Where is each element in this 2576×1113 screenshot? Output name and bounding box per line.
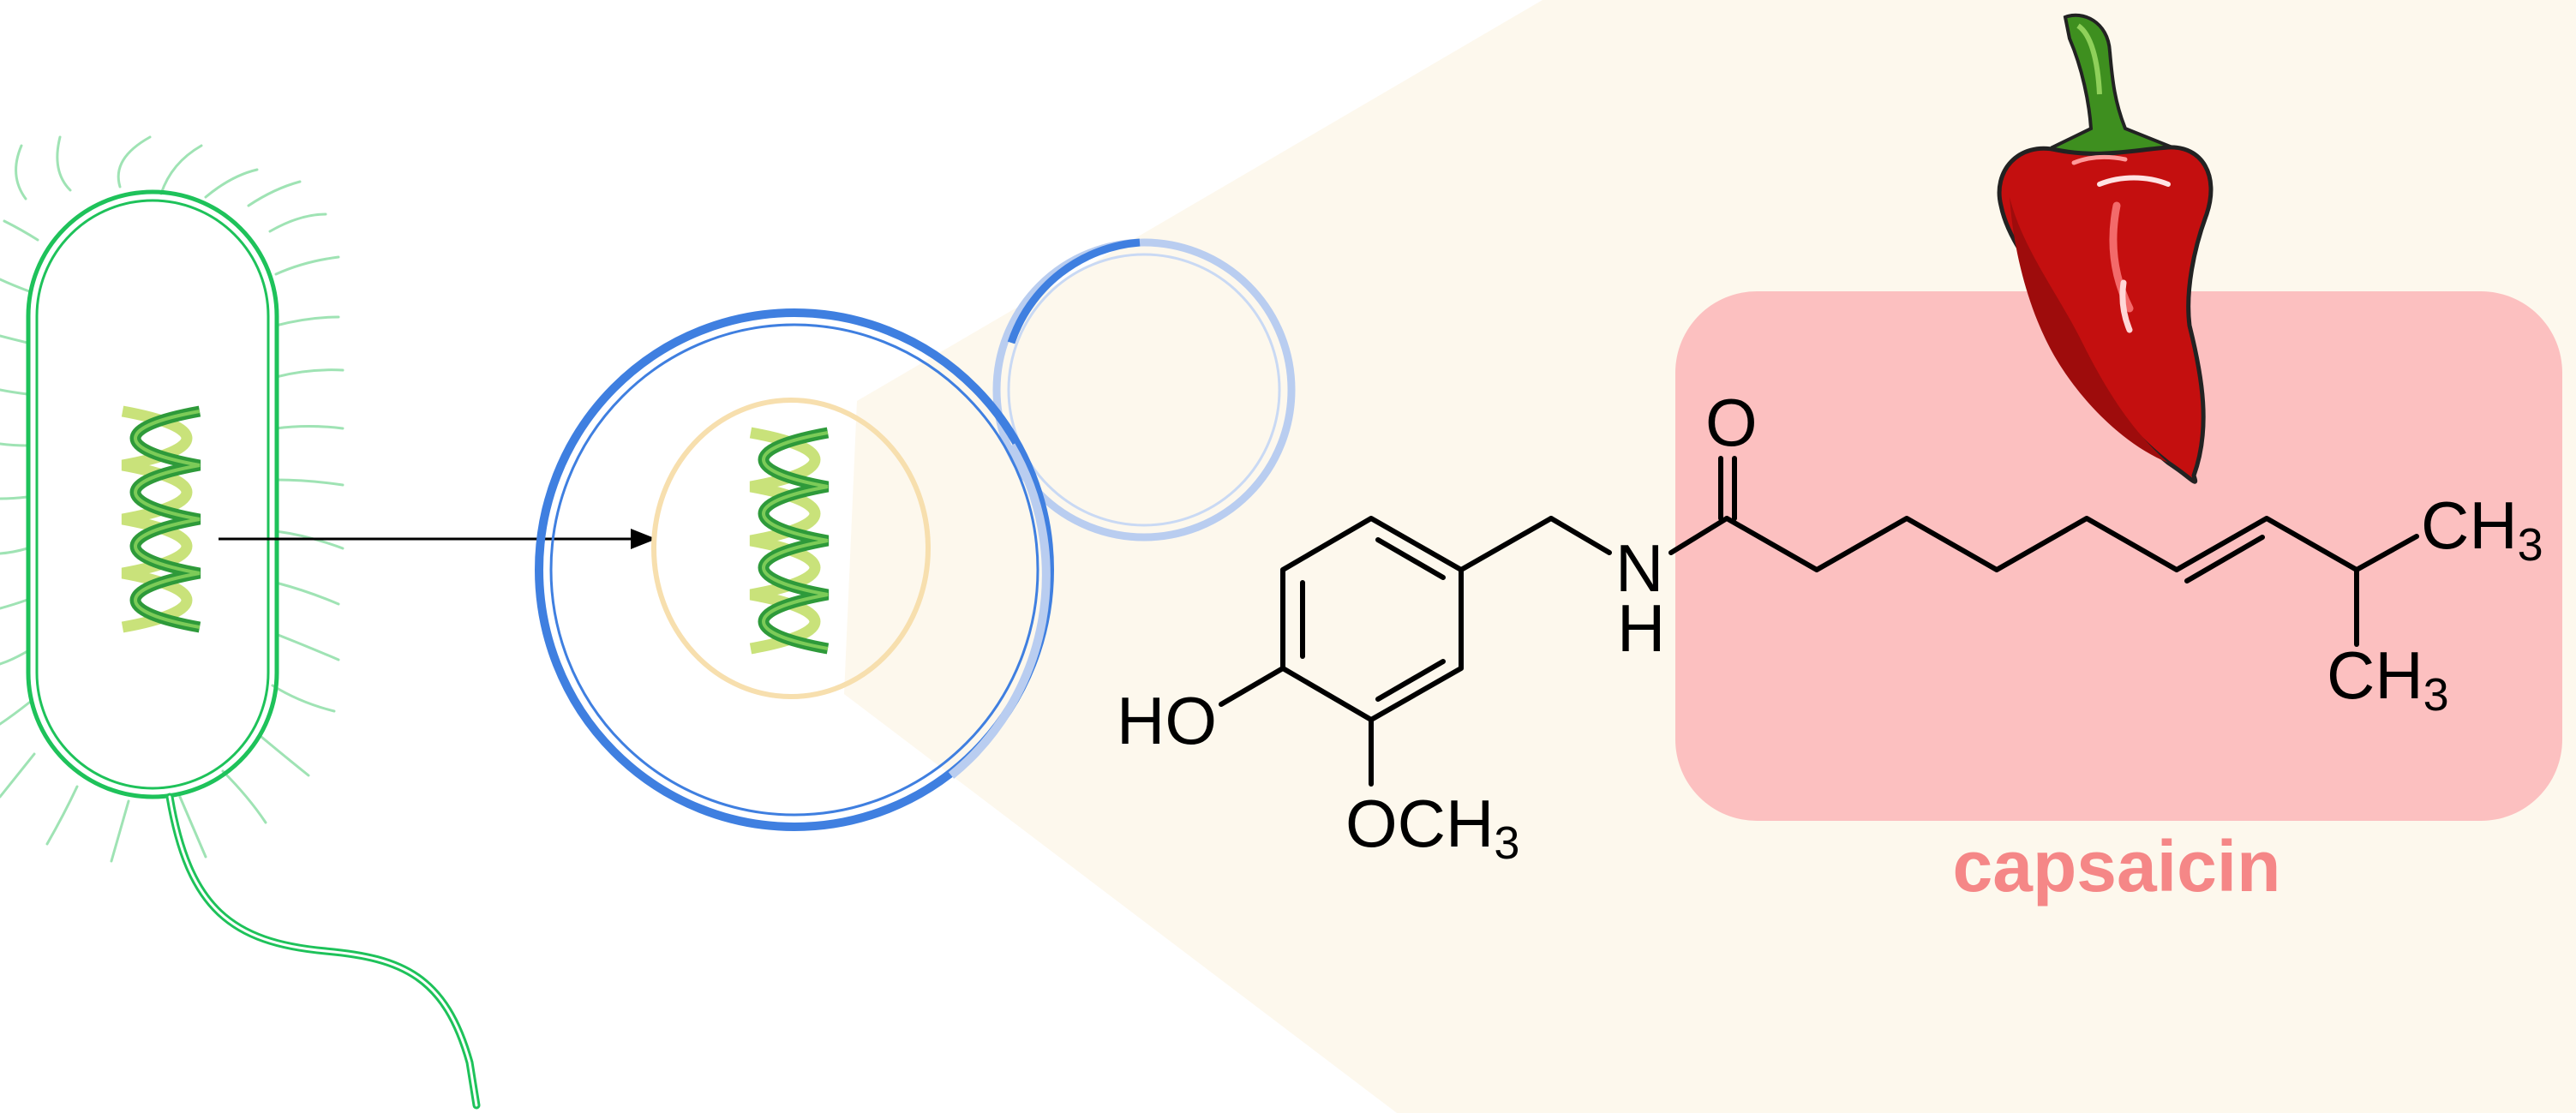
caption-capsaicin: capsaicin (1953, 826, 2281, 907)
atom-label-carbonyl-o: O (1705, 385, 1758, 460)
capsaicin-structure (1219, 456, 2419, 787)
dna-helix-icon (121, 405, 201, 633)
dna-helix-icon (749, 427, 830, 655)
highlight-box (1675, 291, 2562, 821)
yeast-bud-inner (1007, 253, 1281, 527)
atom-label-methoxy: OCH3 (1345, 786, 1519, 869)
yeast-mother-inner (549, 323, 1039, 817)
right-arrow-icon (219, 529, 656, 549)
chili-pepper-icon (1997, 13, 2214, 484)
bacterium-inner-wall (35, 199, 270, 790)
budding-yeast-cell-icon (535, 238, 1296, 831)
alkyl-chain (1724, 516, 2419, 572)
atom-label-h: H (1617, 590, 1665, 666)
yeast-nucleus (651, 398, 931, 699)
yeast-bud-outer (992, 238, 1296, 542)
bacterium-outer-wall (26, 189, 279, 799)
atom-label-n: N (1615, 530, 1663, 606)
atom-label-hydroxyl: HO (1117, 683, 1217, 758)
rod-bacterium-icon (0, 135, 481, 1110)
atom-label-methyl-bottom: CH3 (2327, 637, 2449, 721)
atom-label-methyl-top: CH3 (2421, 488, 2543, 571)
bacterium-pili (0, 135, 344, 863)
